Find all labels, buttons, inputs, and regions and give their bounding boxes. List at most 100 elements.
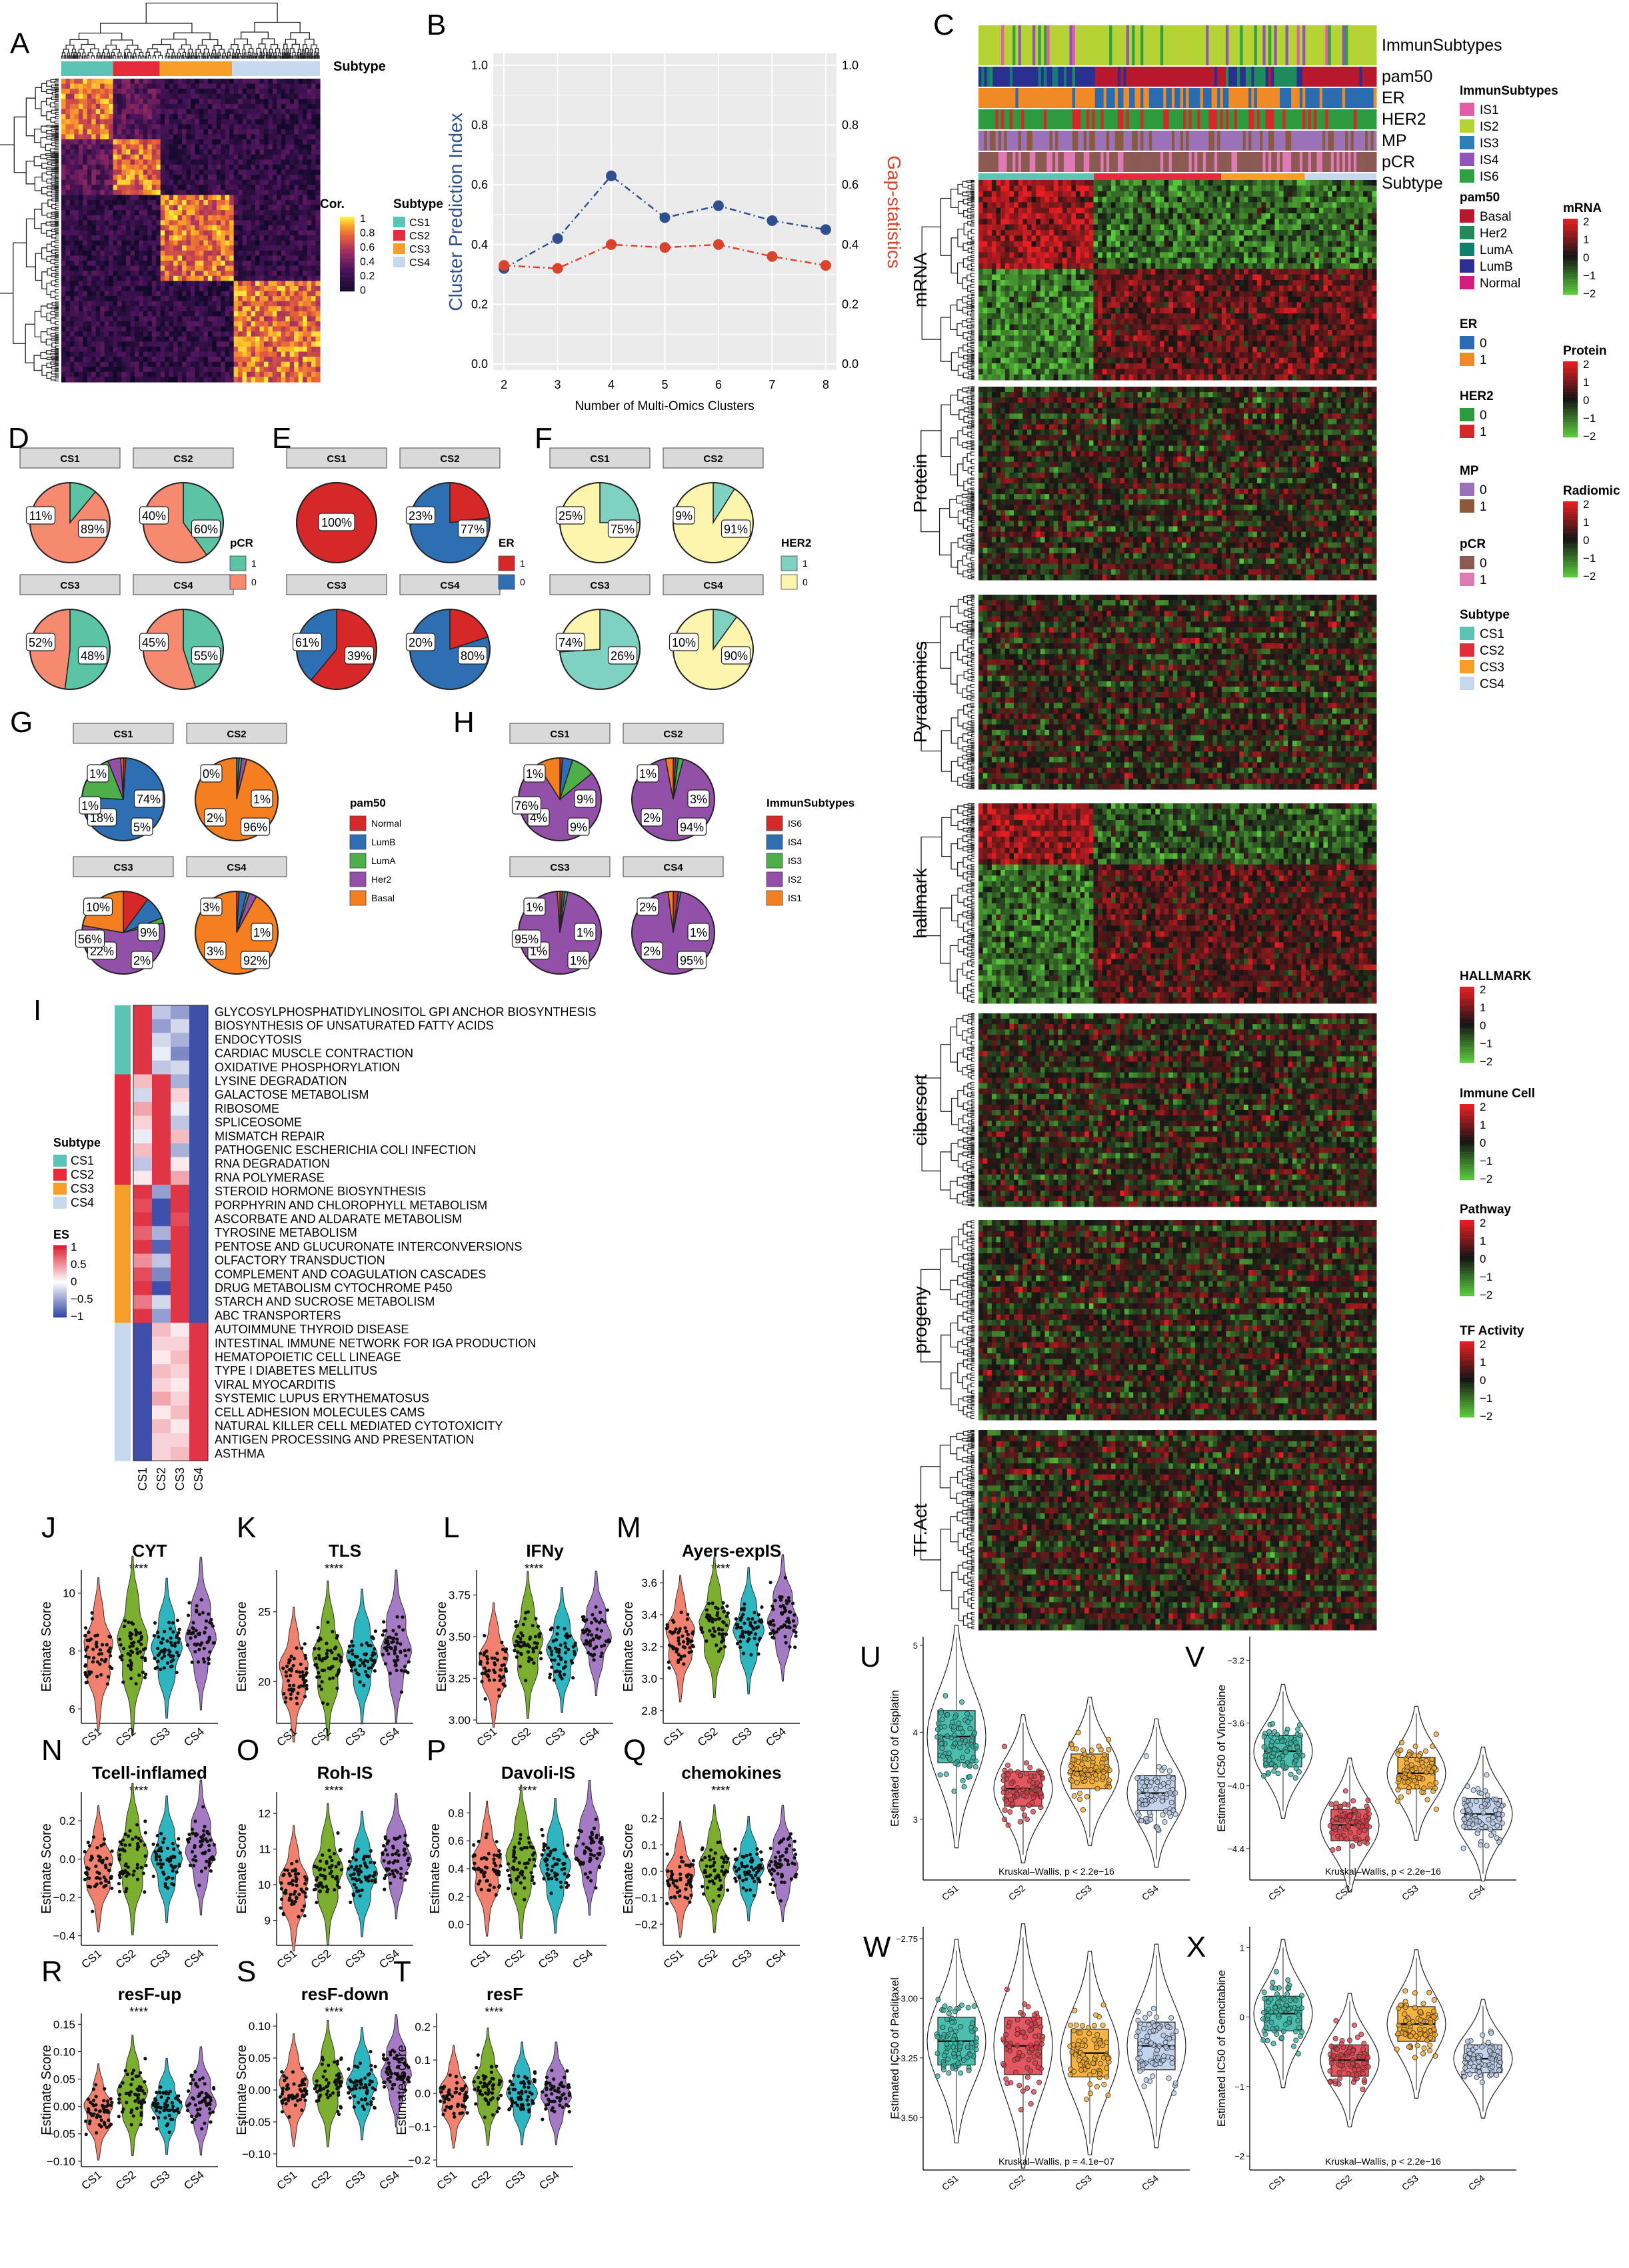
- panel-letter-o: O: [237, 1734, 259, 1767]
- heatmap-cell: [234, 215, 239, 221]
- track-cell: [1012, 67, 1016, 87]
- track-cell: [1282, 25, 1286, 65]
- heatmap-cell: [117, 337, 122, 342]
- heatmap-cell: [113, 245, 118, 251]
- heatmap-cell: [247, 266, 251, 271]
- heatmap-cell: [161, 104, 165, 109]
- heatmap-cell: [165, 139, 169, 145]
- heatmap-cell: [307, 210, 312, 215]
- heatmap-cell: [217, 220, 221, 225]
- heatmap-cell: [165, 377, 169, 382]
- heatmap-cell: [281, 271, 286, 276]
- heatmap-cell: [79, 84, 83, 89]
- track-cell: [1243, 67, 1246, 87]
- heatmap-cell: [109, 79, 113, 84]
- cor-colorbar-step: [340, 241, 355, 243]
- heatmap-cell: [187, 362, 191, 367]
- track-cell: [1154, 25, 1158, 65]
- heatmap-cell: [285, 145, 290, 150]
- heatmap-cell: [199, 311, 204, 317]
- heatmap-cell: [70, 99, 75, 104]
- heatmap-cell: [208, 94, 213, 99]
- heatmap-cell: [273, 200, 277, 205]
- panel-letter-n: N: [41, 1734, 63, 1767]
- track-cell: [1024, 67, 1027, 87]
- track-cell: [1106, 109, 1110, 129]
- heatmap-cell: [268, 215, 273, 221]
- heatmap-cell: [234, 291, 239, 297]
- heatmap-cell: [307, 255, 312, 261]
- track-cell: [1143, 25, 1146, 65]
- heatmap-cell: [311, 124, 316, 129]
- heatmap-cell: [143, 114, 148, 119]
- heatmap-cell: [303, 99, 307, 104]
- heatmap-cell: [87, 372, 92, 377]
- heatmap-cell: [195, 220, 199, 225]
- heatmap-cell: [251, 296, 256, 301]
- heatmap-cell: [113, 124, 118, 129]
- heatmap-cell: [152, 170, 157, 175]
- heatmap-cell: [147, 190, 152, 195]
- heatmap-cell: [113, 134, 118, 139]
- heatmap-cell: [277, 377, 281, 382]
- heatmap-cell: [165, 347, 169, 352]
- heatmap-cell: [217, 139, 221, 145]
- heatmap-cell: [147, 104, 152, 109]
- heatmap-cell: [74, 372, 79, 377]
- heatmap-cell: [135, 352, 139, 357]
- heatmap-cell: [281, 165, 286, 170]
- heatmap-cell: [91, 185, 96, 190]
- heatmap-cell: [307, 301, 312, 307]
- heatmap-cell: [238, 175, 243, 180]
- heatmap-cell: [70, 155, 75, 160]
- track-cell: [1041, 25, 1044, 65]
- heatmap-cell: [65, 331, 70, 337]
- heatmap-cell: [307, 316, 312, 321]
- track-cell: [1220, 88, 1223, 108]
- heatmap-cell: [251, 195, 256, 200]
- heatmap-cell: [79, 139, 83, 145]
- heatmap-cell: [299, 362, 303, 367]
- heatmap-cell: [225, 190, 230, 195]
- heatmap-cell: [229, 220, 234, 225]
- heatmap-cell: [87, 271, 92, 276]
- heatmap-cell: [169, 296, 174, 301]
- heatmap-cell: [199, 331, 204, 337]
- heatmap-cell: [316, 180, 321, 185]
- heatmap-cell: [203, 165, 208, 170]
- heatmap-cell: [135, 337, 139, 342]
- heatmap-cell: [264, 241, 269, 246]
- heatmap-cell: [221, 306, 225, 311]
- heatmap-cell: [173, 149, 178, 155]
- heatmap-cell: [212, 84, 217, 89]
- track-cell: [1038, 67, 1042, 87]
- heatmap-cell: [161, 321, 165, 327]
- heatmap-cell: [234, 362, 239, 367]
- track-cell: [1240, 25, 1243, 65]
- heatmap-cell: [299, 377, 303, 382]
- heatmap-cell: [139, 321, 143, 327]
- heatmap-cell: [229, 104, 234, 109]
- heatmap-cell: [178, 165, 183, 170]
- heatmap-cell: [316, 231, 321, 236]
- heatmap-cell: [83, 251, 87, 256]
- heatmap-cell: [130, 79, 135, 84]
- heatmap-cell: [178, 276, 183, 281]
- heatmap-cell: [147, 109, 152, 115]
- heatmap-cell: [290, 175, 295, 180]
- heatmap-cell: [91, 347, 96, 352]
- heatmap-cell: [79, 245, 83, 251]
- heatmap-cell: [255, 357, 260, 362]
- cor-legend-tick: 0.2: [360, 271, 375, 282]
- dendrogram-branch: [133, 56, 134, 59]
- heatmap-cell: [122, 377, 127, 382]
- heatmap-cell: [247, 134, 251, 139]
- heatmap-cell: [70, 124, 75, 129]
- heatmap-cell: [247, 89, 251, 94]
- heatmap-cell: [229, 286, 234, 291]
- heatmap-cell: [117, 175, 122, 180]
- heatmap-cell: [212, 362, 217, 367]
- heatmap-cell: [87, 175, 92, 180]
- heatmap-cell: [307, 261, 312, 266]
- track-cell: [1368, 67, 1371, 87]
